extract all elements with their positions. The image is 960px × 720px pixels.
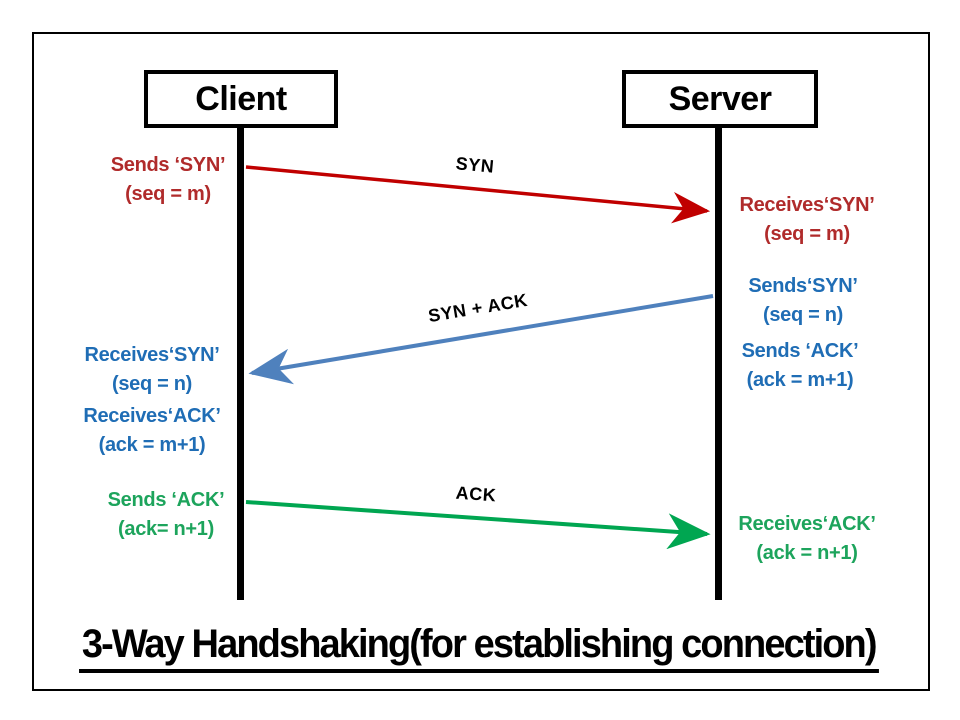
annotation-line: (ack = n+1) [756, 542, 858, 564]
diagram-title: 3-Way Handshaking(for establishing conne… [79, 622, 879, 673]
annotation-line: Receives‘SYN’ [739, 194, 875, 216]
annotation-line: (seq = n) [111, 373, 193, 395]
server-receives-ack-annotation: Receives‘ACK’ (ack = n+1) [707, 510, 907, 568]
client-sends-ack-annotation: Sends ‘ACK’ (ack= n+1) [66, 486, 266, 544]
annotation-line: Receives‘ACK’ [83, 405, 221, 427]
annotation-line: Sends ‘ACK’ [107, 489, 225, 511]
client-lifeline [237, 128, 244, 600]
annotation-line: Sends‘SYN’ [748, 275, 858, 297]
annotation-line: (ack= n+1) [118, 518, 214, 540]
client-actor-box: Client [144, 70, 338, 128]
server-lifeline [715, 128, 722, 600]
annotation-line: Receives‘SYN’ [84, 344, 220, 366]
annotation-line: Receives‘ACK’ [738, 513, 876, 535]
annotation-line: Sends ‘SYN’ [110, 154, 226, 176]
diagram-title-bar: 3-Way Handshaking(for establishing conne… [32, 612, 926, 682]
annotation-line: (ack = m+1) [746, 369, 854, 391]
annotation-line: (seq = m) [764, 223, 850, 245]
client-sends-syn-annotation: Sends ‘SYN’ (seq = m) [68, 151, 268, 209]
server-sends-ack-annotation: Sends ‘ACK’ (ack = m+1) [700, 337, 900, 395]
annotation-line: (ack = m+1) [98, 434, 206, 456]
annotation-line: Sends ‘ACK’ [741, 340, 859, 362]
client-receives-ack-annotation: Receives‘ACK’ (ack = m+1) [52, 402, 252, 460]
server-actor-box: Server [622, 70, 818, 128]
annotation-line: (seq = m) [125, 183, 211, 205]
client-receives-syn-annotation: Receives‘SYN’ (seq = n) [52, 341, 252, 399]
server-receives-syn-annotation: Receives‘SYN’ (seq = m) [707, 191, 907, 249]
client-label: Client [195, 79, 287, 118]
annotation-line: (seq = n) [762, 304, 844, 326]
server-sends-syn-annotation: Sends‘SYN’ (seq = n) [703, 272, 903, 330]
server-label: Server [668, 79, 772, 118]
